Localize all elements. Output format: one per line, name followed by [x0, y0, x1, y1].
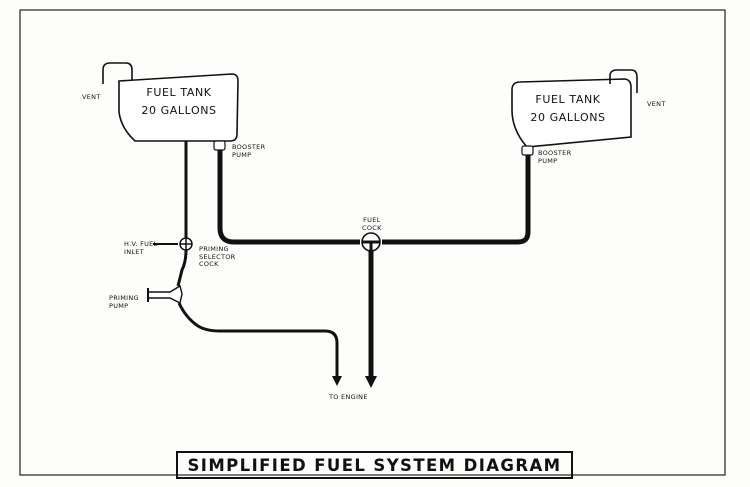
priming-engine-arrow	[332, 376, 342, 386]
fuel-cock-label: FUEL COCK	[362, 216, 382, 232]
diagram-border	[19, 9, 726, 476]
left-main-fuel-line	[217, 150, 360, 245]
to-engine-label: TO ENGINE	[329, 393, 368, 401]
right-fuel-tank	[511, 78, 632, 148]
engine-feed-arrow	[365, 376, 377, 388]
right-booster-pump-label: BOOSTER PUMP	[538, 149, 572, 165]
fuel-cock-passage	[362, 240, 380, 251]
right-vent-label: VENT	[647, 100, 666, 108]
left-booster-pump-label: BOOSTER PUMP	[232, 143, 266, 159]
right-tank-label: FUEL TANK 20 GALLONS	[530, 93, 606, 124]
priming-selector-cock-cross	[180, 238, 192, 250]
left-fuel-tank	[118, 73, 239, 142]
diagram-title: SIMPLIFIED FUEL SYSTEM DIAGRAM	[187, 455, 562, 475]
left-tank-label: FUEL TANK 20 GALLONS	[141, 86, 217, 117]
priming-pump-label: PRIMING PUMP	[109, 294, 139, 310]
priming-pump	[147, 284, 183, 305]
left-vent-label: VENT	[82, 93, 101, 101]
hv-fuel-inlet-label: H.V. FUEL INLET	[124, 240, 158, 256]
title-box: SIMPLIFIED FUEL SYSTEM DIAGRAM	[176, 451, 573, 479]
priming-selector-cock-label: PRIMING SELECTOR COCK	[199, 245, 236, 268]
right-main-fuel-line	[382, 155, 531, 245]
right-booster-pump	[521, 145, 534, 156]
left-vent-pipe	[102, 62, 133, 84]
priming-feed-line	[176, 141, 188, 287]
priming-engine-line	[177, 302, 339, 378]
left-booster-pump	[213, 140, 226, 151]
right-vent-pipe	[609, 69, 638, 93]
